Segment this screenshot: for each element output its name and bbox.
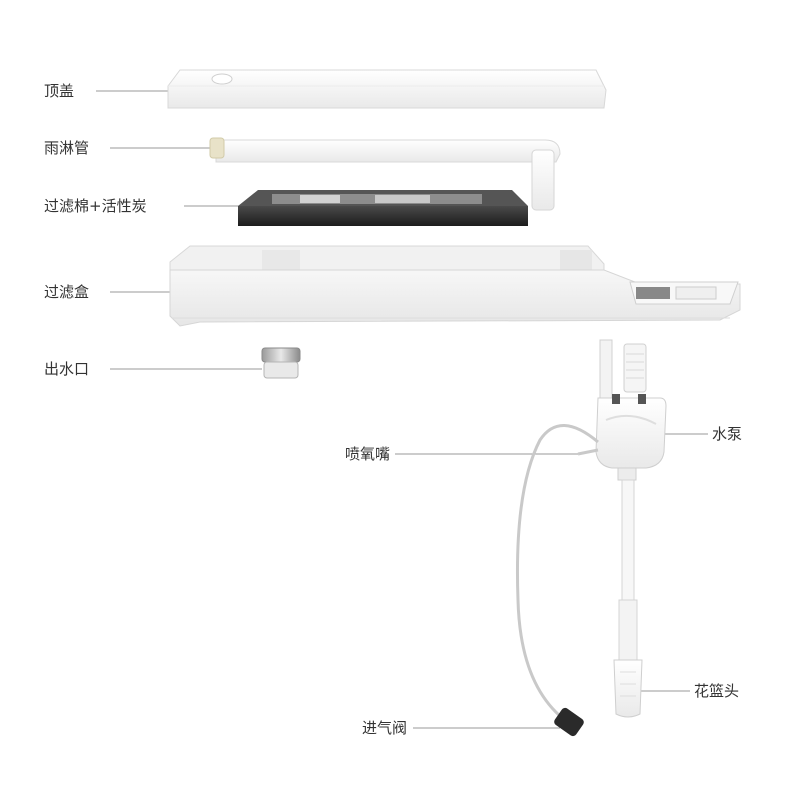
filter-media-part <box>238 190 528 226</box>
label-top-cover: 顶盖 <box>44 82 75 100</box>
label-rain-pipe: 雨淋管 <box>44 139 90 157</box>
leader-lines <box>96 90 708 729</box>
air-tube <box>515 424 599 737</box>
label-water-pump: 水泵 <box>712 425 743 443</box>
rain-pipe-part <box>209 137 561 211</box>
top-cover-part <box>167 69 607 109</box>
label-water-outlet: 出水口 <box>44 360 90 378</box>
water-outlet-part <box>261 347 301 379</box>
label-filter-box: 过滤盒 <box>44 283 90 301</box>
label-oxygen-nozzle: 喷氧嘴 <box>345 445 391 463</box>
label-basket-head: 花篮头 <box>694 682 740 700</box>
filter-box-part <box>169 245 741 327</box>
air-valve-part <box>554 707 584 737</box>
pump-assembly <box>595 339 667 718</box>
label-air-valve: 进气阀 <box>362 719 408 737</box>
label-filter-media: 过滤棉+活性炭 <box>44 197 147 215</box>
